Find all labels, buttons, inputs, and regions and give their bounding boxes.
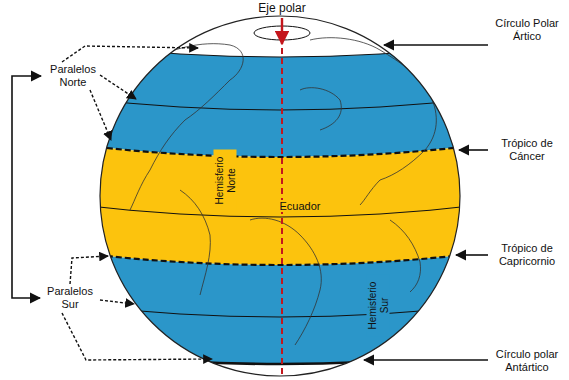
latitude-band [80, 145, 480, 265]
globe-bands [80, 45, 480, 364]
continent-outlines [130, 38, 436, 345]
leader-arrows [364, 45, 488, 360]
parallel-line [80, 352, 480, 364]
parallel-line [80, 305, 480, 317]
polar-axis [281, 18, 283, 376]
parallel-label: Trópico de Capricornio [487, 242, 567, 267]
axis-label: Eje polar [258, 2, 305, 16]
parallel-label: Círculo Polar Ártico [487, 17, 567, 42]
hemisphere-label: Hemisferio Norte [214, 149, 237, 211]
bracket [12, 76, 41, 298]
parallel-label: Círculo polar Antártico [487, 348, 567, 373]
axis-arrow [281, 18, 283, 44]
parallel-line [80, 98, 480, 110]
group-label: Paralelos Sur [42, 285, 98, 310]
hemisphere-label: Hemisferio Sur [367, 274, 390, 336]
globe-outline [100, 16, 460, 376]
parallel-label: Trópico de Cáncer [487, 137, 567, 162]
parallel-line [80, 45, 480, 57]
latitude-band [80, 45, 480, 157]
dotted-leaders [62, 46, 212, 360]
group-label: Paralelos Norte [45, 63, 101, 88]
equator-label: Ecuador [278, 200, 323, 213]
